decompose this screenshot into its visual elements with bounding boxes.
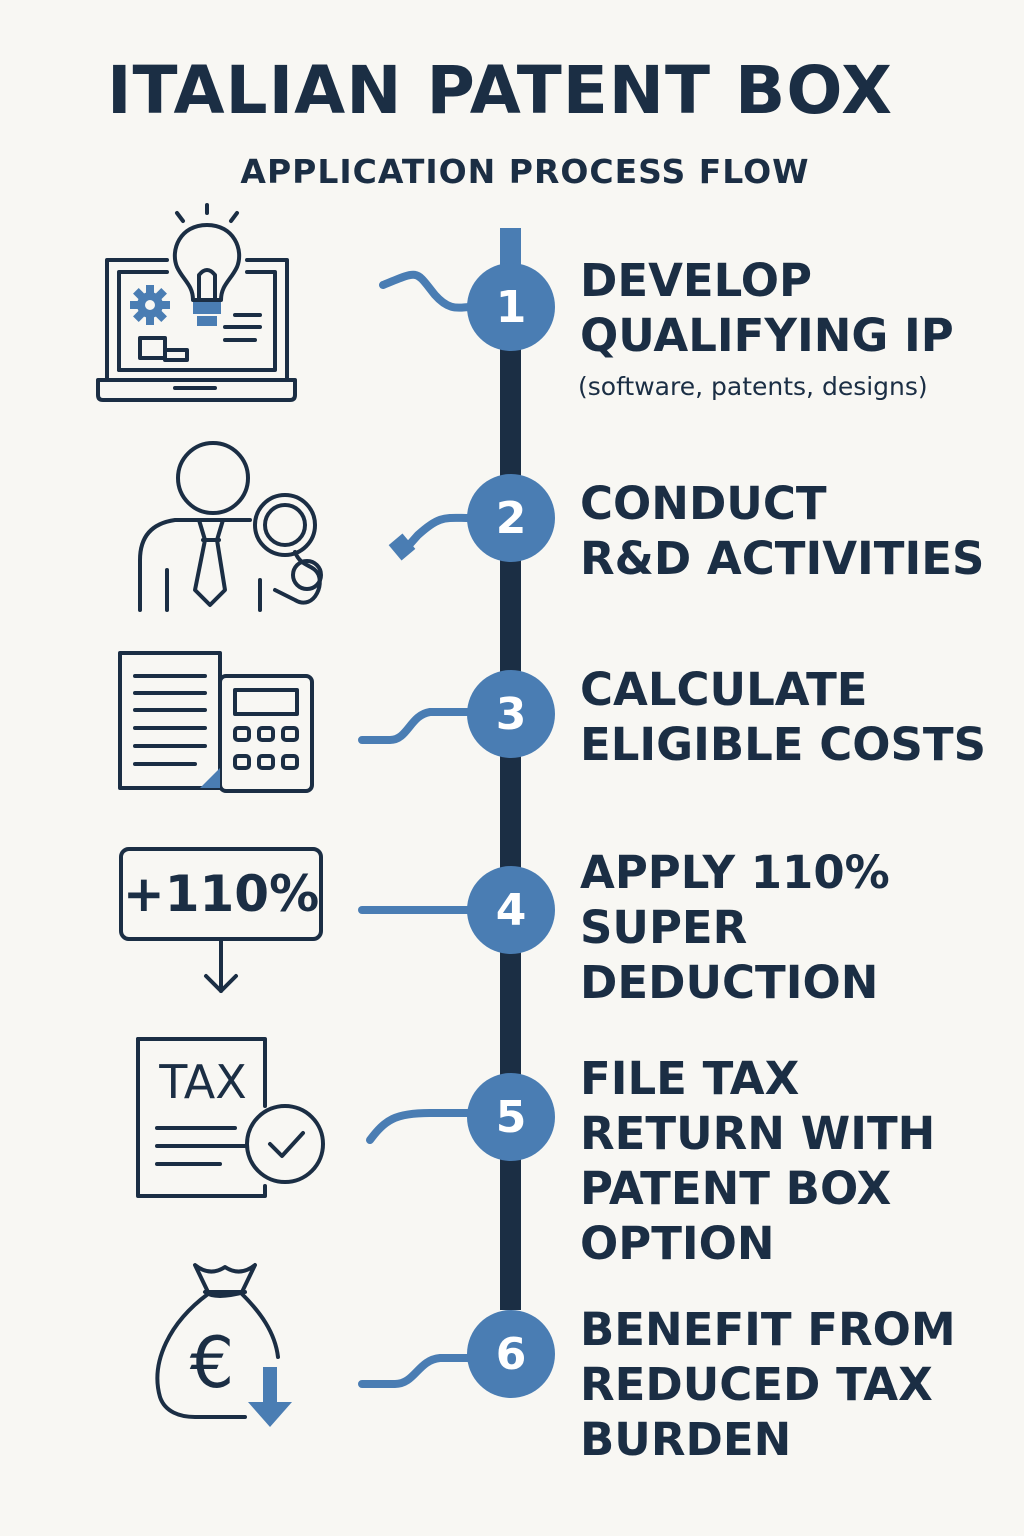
page-title: ITALIAN PATENT BOX [107, 52, 893, 129]
step-6-title: BENEFIT FROM REDUCED TAX BURDEN [580, 1303, 956, 1466]
euro-moneybag-icon: € [155, 1263, 292, 1427]
connector-5 [366, 1109, 474, 1144]
connector-2 [398, 513, 474, 557]
tax-label: TAX [158, 1055, 247, 1109]
step-5-title: FILE TAX RETURN WITH PATENT BOX OPTION [580, 1052, 936, 1270]
euro-symbol: € [190, 1322, 235, 1404]
step-3-title: CALCULATE ELIGIBLE COSTS [580, 663, 987, 771]
step-6-badge: 6 [467, 1310, 555, 1398]
laptop-lightbulb-icon [96, 203, 297, 402]
researcher-magnifier-icon [138, 441, 323, 612]
percentage-label: +110% [123, 865, 319, 923]
step-1-title: DEVELOP QUALIFYING IP [580, 254, 954, 362]
document-calculator-icon [118, 651, 314, 793]
step-3-badge: 3 [467, 670, 555, 758]
step-4-title: APPLY 110% SUPER DEDUCTION [580, 846, 890, 1009]
connector-1 [379, 270, 474, 312]
percentage-sign-icon: +110% [119, 847, 323, 993]
tax-document-check-icon: TAX [136, 1037, 325, 1198]
connector-3 [358, 708, 474, 744]
step-5-badge: 5 [467, 1073, 555, 1161]
step-1-badge: 1 [467, 263, 555, 351]
step-1-note: (software, patents, designs) [578, 372, 928, 401]
step-4-badge: 4 [467, 866, 555, 954]
page-subtitle: APPLICATION PROCESS FLOW [240, 152, 810, 191]
connector-6 [358, 1354, 474, 1388]
step-2-badge: 2 [467, 474, 555, 562]
step-2-title: CONDUCT R&D ACTIVITIES [580, 477, 985, 585]
